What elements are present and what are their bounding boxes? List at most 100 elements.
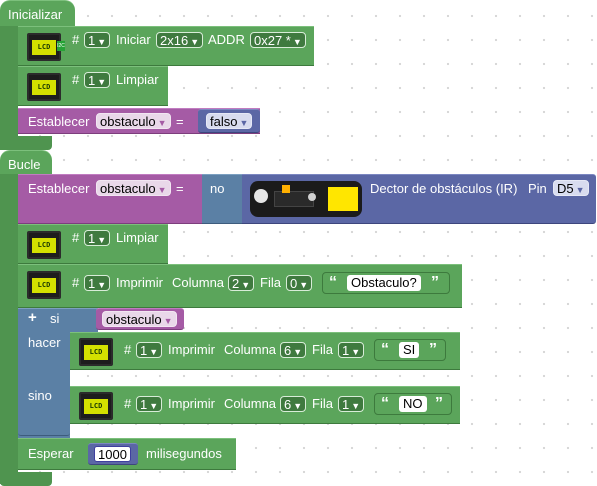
boolean-dropdown[interactable]: falso▼ bbox=[206, 113, 253, 129]
triangle-down-icon: ▼ bbox=[149, 347, 159, 357]
open-quote-icon: “ bbox=[381, 341, 389, 358]
triangle-down-icon: ▼ bbox=[292, 37, 302, 47]
addr-label: ADDR bbox=[208, 32, 245, 47]
plus-icon[interactable]: + bbox=[28, 309, 37, 326]
hash-label: # bbox=[72, 275, 80, 290]
column-label: Columna bbox=[224, 396, 277, 411]
triangle-down-icon: ▼ bbox=[351, 347, 361, 357]
row-dropdown[interactable]: 0▼ bbox=[286, 275, 313, 291]
row-label: Fila bbox=[312, 342, 333, 357]
loop-hat-block[interactable]: Bucle bbox=[0, 150, 52, 178]
lcd-index-dropdown[interactable]: 1▼ bbox=[136, 342, 163, 358]
setup-hat-block[interactable]: Inicializar bbox=[0, 0, 75, 28]
hash-label: # bbox=[124, 342, 132, 357]
init-label: Iniciar bbox=[116, 32, 151, 47]
ir-sensor-icon bbox=[250, 181, 362, 217]
lcd-index-dropdown[interactable]: 1▼ bbox=[84, 275, 111, 291]
column-dropdown[interactable]: 2▼ bbox=[228, 275, 255, 291]
loop-footer bbox=[0, 472, 52, 486]
triangle-down-icon: ▼ bbox=[97, 280, 107, 290]
if-label: si bbox=[50, 311, 60, 326]
column-dropdown[interactable]: 6▼ bbox=[280, 342, 307, 358]
lcd-print-block[interactable]: LCD # 1▼ Imprimir Columna 6▼ Fila 1▼ “ N… bbox=[70, 386, 460, 424]
setup-header: Inicializar bbox=[8, 7, 63, 22]
triangle-down-icon: ▼ bbox=[163, 316, 173, 326]
triangle-down-icon: ▼ bbox=[97, 37, 107, 47]
lcd-print-block[interactable]: LCD # 1▼ Imprimir Columna 6▼ Fila 1▼ “ S… bbox=[70, 332, 460, 370]
lcd-index-dropdown[interactable]: 1▼ bbox=[84, 230, 111, 246]
lcd-index-dropdown[interactable]: 1▼ bbox=[84, 32, 111, 48]
wait-value-field[interactable]: 1000 bbox=[94, 446, 131, 462]
not-label: no bbox=[210, 181, 225, 196]
condition-dropdown[interactable]: obstaculo▼ bbox=[102, 311, 177, 327]
triangle-down-icon: ▼ bbox=[299, 280, 309, 290]
pin-dropdown[interactable]: D5▼ bbox=[553, 180, 589, 196]
lcd-clear-block[interactable]: LCD # 1▼ Limpiar bbox=[18, 224, 168, 264]
column-label: Columna bbox=[172, 275, 225, 290]
hash-label: # bbox=[124, 396, 132, 411]
equals-label: = bbox=[176, 181, 184, 196]
lcd-index-dropdown[interactable]: 1▼ bbox=[84, 72, 111, 88]
loop-header: Bucle bbox=[8, 157, 41, 172]
then-label: hacer bbox=[28, 335, 61, 350]
variable-dropdown[interactable]: obstaculo▼ bbox=[96, 113, 171, 129]
row-dropdown[interactable]: 1▼ bbox=[338, 396, 365, 412]
column-dropdown[interactable]: 6▼ bbox=[280, 396, 307, 412]
open-quote-icon: “ bbox=[381, 395, 389, 412]
variable-dropdown[interactable]: obstaculo▼ bbox=[96, 180, 171, 196]
set-label: Establecer bbox=[28, 114, 90, 129]
row-label: Fila bbox=[312, 396, 333, 411]
set-variable-block[interactable]: Establecer obstaculo▼ = falso▼ bbox=[18, 108, 260, 134]
text-block[interactable]: “ SI ” bbox=[374, 339, 446, 361]
if-block-top[interactable] bbox=[18, 308, 98, 332]
wait-block[interactable]: Esperar 1000 milisegundos bbox=[18, 438, 236, 470]
lcd-clear-block[interactable]: LCD # 1▼ Limpiar bbox=[18, 66, 168, 106]
clear-label: Limpiar bbox=[116, 72, 159, 87]
number-block[interactable]: 1000 bbox=[88, 443, 138, 465]
set-variable-block[interactable]: Establecer obstaculo▼ = bbox=[18, 174, 202, 224]
hash-label: # bbox=[72, 32, 80, 47]
close-quote-icon: ” bbox=[431, 274, 439, 291]
ir-sensor-block[interactable]: Dector de obstáculos (IR) Pin D5▼ bbox=[242, 174, 596, 224]
else-label: sino bbox=[28, 388, 52, 403]
triangle-down-icon: ▼ bbox=[239, 118, 249, 128]
pin-label: Pin bbox=[528, 181, 547, 196]
text-field[interactable]: NO bbox=[399, 396, 427, 412]
equals-label: = bbox=[176, 114, 184, 129]
condition-variable-block[interactable]: obstaculo▼ bbox=[96, 308, 184, 330]
loop-spine bbox=[0, 174, 18, 484]
if-block-arm bbox=[18, 330, 70, 438]
not-block[interactable]: no bbox=[202, 174, 242, 224]
lcd-size-dropdown[interactable]: 2x16▼ bbox=[156, 32, 204, 48]
triangle-down-icon: ▼ bbox=[575, 185, 585, 195]
print-label: Imprimir bbox=[168, 396, 215, 411]
text-field[interactable]: SI bbox=[399, 342, 420, 358]
lcd-display-icon: LCD bbox=[27, 271, 61, 299]
hash-label: # bbox=[72, 230, 80, 245]
lcd-index-dropdown[interactable]: 1▼ bbox=[136, 396, 163, 412]
triangle-down-icon: ▼ bbox=[190, 37, 200, 47]
hash-label: # bbox=[72, 72, 80, 87]
text-block[interactable]: “ NO ” bbox=[374, 393, 452, 415]
set-label: Establecer bbox=[28, 181, 90, 196]
text-field[interactable]: Obstaculo? bbox=[347, 275, 421, 291]
lcd-addr-dropdown[interactable]: 0x27 *▼ bbox=[250, 32, 306, 48]
print-label: Imprimir bbox=[116, 275, 163, 290]
triangle-down-icon: ▼ bbox=[241, 280, 251, 290]
boolean-block[interactable]: falso▼ bbox=[198, 109, 260, 133]
row-label: Fila bbox=[260, 275, 281, 290]
open-quote-icon: “ bbox=[329, 274, 337, 291]
triangle-down-icon: ▼ bbox=[157, 118, 167, 128]
triangle-down-icon: ▼ bbox=[293, 347, 303, 357]
text-block[interactable]: “ Obstaculo? ” bbox=[322, 272, 450, 294]
lcd-display-icon: LCD bbox=[27, 231, 61, 259]
row-dropdown[interactable]: 1▼ bbox=[338, 342, 365, 358]
sensor-label: Dector de obstáculos (IR) bbox=[370, 181, 518, 196]
triangle-down-icon: ▼ bbox=[97, 235, 107, 245]
setup-footer bbox=[0, 136, 52, 150]
lcd-print-block[interactable]: LCD # 1▼ Imprimir Columna 2▼ Fila 0▼ “ O… bbox=[18, 264, 462, 308]
close-quote-icon: ” bbox=[429, 341, 437, 358]
close-quote-icon: ” bbox=[435, 395, 443, 412]
